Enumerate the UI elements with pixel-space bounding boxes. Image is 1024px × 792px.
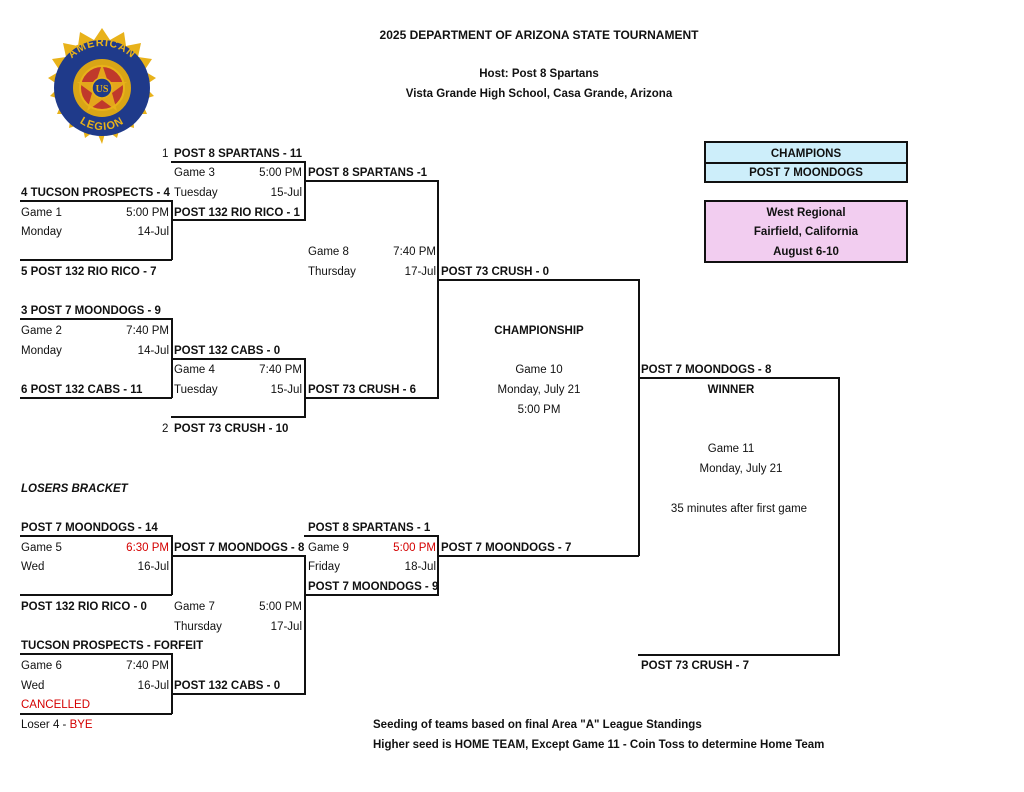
regional-location: Fairfield, California <box>753 226 859 238</box>
game-name: Game 11 <box>707 443 755 455</box>
game-day: Wed <box>21 680 45 692</box>
game-time: 5:00 PM <box>259 601 302 613</box>
game-time: 5:00 PM <box>393 542 436 554</box>
losers-bracket-title: LOSERS BRACKET <box>21 483 128 495</box>
game-name: Game 7 <box>174 601 215 613</box>
note-home-team: Higher seed is HOME TEAM, Except Game 11… <box>373 739 825 751</box>
game-time: 35 minutes after first game <box>670 503 808 515</box>
team-label: 3 POST 7 MOONDOGS - 9 <box>21 305 161 317</box>
championship-label: CHAMPIONSHIP <box>494 325 584 337</box>
game-name: Game 2 <box>21 325 62 337</box>
game-name: Game 10 <box>515 364 563 376</box>
game-date: 18-Jul <box>404 561 436 573</box>
note-seeding: Seeding of teams based on final Area "A"… <box>373 719 702 731</box>
cancelled-label: CANCELLED <box>21 699 91 711</box>
game-time: 5:00 PM <box>517 404 561 416</box>
loser4-label: Loser 4 - <box>21 719 70 731</box>
game-time: 5:00 PM <box>259 167 302 179</box>
team-label: POST 7 MOONDOGS - 8 <box>174 542 305 554</box>
game-name: Game 3 <box>174 167 215 179</box>
champions-label: CHAMPIONS <box>770 148 842 160</box>
svg-text:LEGION: LEGION <box>78 115 126 133</box>
team-label: 6 POST 132 CABS - 11 <box>21 384 143 396</box>
team-label: POST 7 MOONDOGS - 9 <box>308 581 439 593</box>
team-label: POST 7 MOONDOGS - 8 <box>641 364 772 376</box>
team-label: POST 73 CRUSH - 7 <box>641 660 749 672</box>
game-date: 14-Jul <box>137 345 169 357</box>
game-name: Game 1 <box>21 207 62 219</box>
champions-box: CHAMPIONS POST 7 MOONDOGS <box>704 141 908 183</box>
logo-bottom-text: LEGION <box>78 115 125 133</box>
game-date: 15-Jul <box>270 384 302 396</box>
game-day: Tuesday <box>174 384 218 396</box>
team-label: POST 132 CABS - 0 <box>174 680 281 692</box>
page-title: 2025 DEPARTMENT OF ARIZONA STATE TOURNAM… <box>379 28 699 42</box>
game-time: 7:40 PM <box>126 325 169 337</box>
game-name: Game 5 <box>21 542 62 554</box>
winner-label: WINNER <box>707 384 755 396</box>
team-label: POST 132 RIO RICO - 1 <box>174 207 300 219</box>
game-day: Wed <box>21 561 45 573</box>
team-label: POST 132 CABS - 0 <box>174 345 281 357</box>
team-label: POST 7 MOONDOGS - 7 <box>441 542 572 554</box>
team-label: POST 8 SPARTANS - 11 <box>174 148 303 160</box>
regional-label: West Regional <box>766 207 846 219</box>
game-day: Monday <box>21 226 62 238</box>
game-date: Monday, July 21 <box>699 463 783 475</box>
game-day: Tuesday <box>174 187 218 199</box>
game-day: Monday <box>21 345 62 357</box>
game-date: 14-Jul <box>137 226 169 238</box>
bye-label: BYE <box>69 719 93 731</box>
team-label: POST 73 CRUSH - 6 <box>308 384 416 396</box>
team-label: POST 73 CRUSH - 0 <box>441 266 549 278</box>
champions-team: POST 7 MOONDOGS <box>749 167 863 179</box>
game-date: 17-Jul <box>270 621 302 633</box>
game-time: 7:40 PM <box>259 364 302 376</box>
team-label: POST 8 SPARTANS - 1 <box>308 522 431 534</box>
logo-center-text: US <box>96 84 109 95</box>
game-date: 17-Jul <box>404 266 436 278</box>
team-label: 5 POST 132 RIO RICO - 7 <box>21 266 157 278</box>
venue-line: Vista Grande High School, Casa Grande, A… <box>405 88 673 100</box>
game-time: 7:40 PM <box>393 246 436 258</box>
team-label: TUCSON PROSPECTS - FORFEIT <box>21 640 204 652</box>
game-time: 5:00 PM <box>126 207 169 219</box>
game-time: 6:30 PM <box>126 542 169 554</box>
team-label: POST 132 RIO RICO - 0 <box>21 601 147 613</box>
game-day: Friday <box>308 561 340 573</box>
seed-number: 2 <box>162 423 169 435</box>
game-name: Game 4 <box>174 364 215 376</box>
team-label: POST 8 SPARTANS -1 <box>308 167 428 179</box>
american-legion-logo: US AMERICAN LEGION <box>48 28 156 144</box>
game-date: 15-Jul <box>270 187 302 199</box>
game-date: 16-Jul <box>137 680 169 692</box>
game-time: 7:40 PM <box>126 660 169 672</box>
team-label: POST 7 MOONDOGS - 14 <box>21 522 158 534</box>
game-date: Monday, July 21 <box>497 384 581 396</box>
game-name: Game 8 <box>308 246 349 258</box>
regional-box: West Regional Fairfield, California Augu… <box>704 200 908 263</box>
game-day: Thursday <box>174 621 222 633</box>
game-day: Thursday <box>308 266 356 278</box>
seed-number: 1 <box>162 148 169 160</box>
team-label: 4 TUCSON PROSPECTS - 4 <box>21 187 170 199</box>
loser4-line: Loser 4 - BYE <box>21 718 93 732</box>
host-line: Host: Post 8 Spartans <box>479 68 599 80</box>
game-name: Game 9 <box>308 542 349 554</box>
game-date: 16-Jul <box>137 561 169 573</box>
team-label: POST 73 CRUSH - 10 <box>174 423 289 435</box>
game-name: Game 6 <box>21 660 62 672</box>
regional-dates: August 6-10 <box>773 246 839 258</box>
